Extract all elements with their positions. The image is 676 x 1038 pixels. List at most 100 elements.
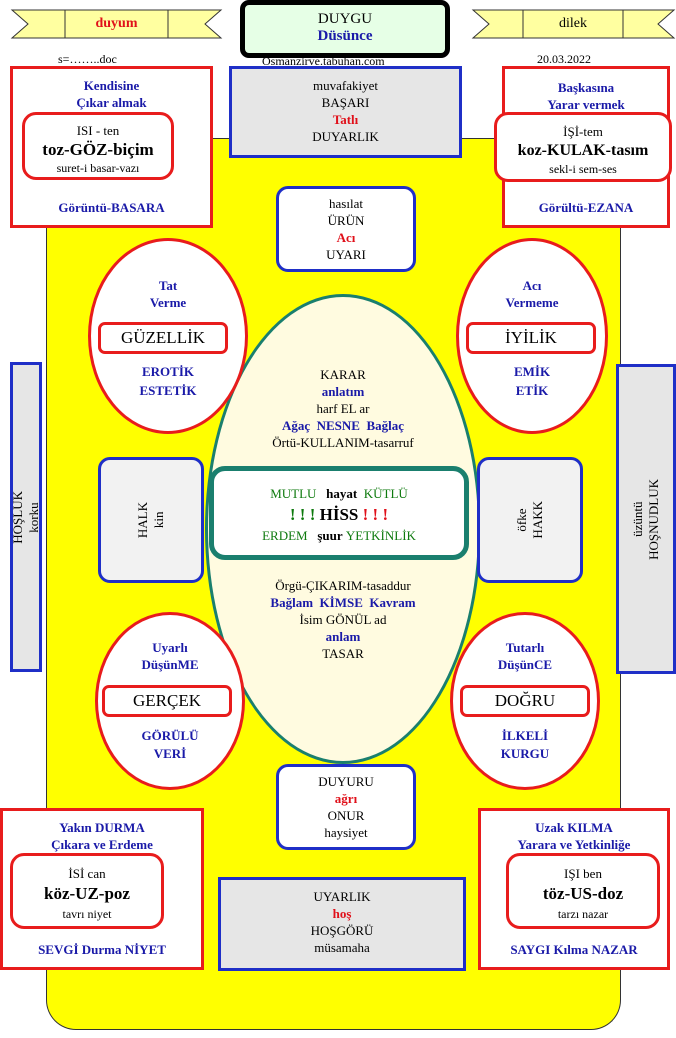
br-title2: Yarara ve Yetkinliğe: [517, 837, 631, 852]
ell-br-box: DOĞRU: [460, 685, 590, 717]
title-line1: DUYGU: [317, 11, 373, 27]
center-top3: harf EL ar: [316, 401, 370, 416]
side-left-box: HALK kin: [98, 457, 204, 583]
top-center-l1: muvafakiyet: [313, 78, 378, 93]
ell-br-b2: KURGU: [500, 746, 550, 761]
left-banner-text: duyum: [95, 16, 138, 31]
bl-inner3: tavrı niyet: [62, 907, 112, 921]
tl-inner2: toz-GÖZ-biçim: [42, 140, 154, 159]
tr-inner1: İŞİ-tem: [563, 124, 603, 139]
edge-left-l1: HOŞLUK: [10, 490, 25, 544]
bl-title2: Çıkara ve Erdeme: [51, 837, 153, 852]
title-box: DUYGU Düsünce: [240, 0, 450, 58]
tl-bottom: Görüntü-BASARA: [58, 200, 165, 215]
bottom-center-l2: hoş: [332, 906, 352, 921]
side-right-box: öfke HAKK: [477, 457, 583, 583]
bl-inner-box: İSİ can köz-UZ-poz tavrı niyet: [10, 853, 164, 929]
br-inner-box: IŞI ben töz-US-doz tarzı nazar: [506, 853, 660, 929]
ell-tr-box: İYİLİK: [466, 322, 596, 354]
center-top4c: Bağlaç: [366, 418, 405, 433]
file-label: s=……..doc: [58, 52, 117, 66]
tr-inner3: sekl-i sem-ses: [549, 162, 617, 176]
center-r2b: HİSS: [319, 505, 359, 524]
edge-right-l2: HOŞNUDLUK: [646, 478, 661, 560]
center-r3a: ERDEM: [262, 528, 308, 543]
tr-bottom: Görültü-EZANA: [538, 200, 634, 215]
tl-inner-box: ISI - ten toz-GÖZ-biçim suret-i basar-va…: [22, 112, 174, 180]
ell-tl-b1: EROTİK: [141, 364, 194, 379]
ell-br-t2: DüşünCE: [497, 657, 553, 672]
low-center-l4: haysiyet: [324, 825, 368, 840]
center-r3b: şuur: [317, 528, 343, 543]
bl-bottom: SEVGİ Durma NİYET: [38, 942, 166, 957]
center-r2c: ! ! !: [362, 505, 389, 524]
center-hiss-box: MUTLU hayat KÜTLÜ ! ! ! HİSS ! ! ! ERDEM…: [209, 466, 469, 560]
tl-title1: Kendisine: [83, 78, 140, 93]
br-inner3: tarzı nazar: [557, 907, 609, 921]
side-left-l2: kin: [151, 511, 166, 529]
second-center-l3: Acı: [336, 230, 356, 245]
center-bot2b: KİMSE: [319, 595, 363, 610]
ell-tl-b2: ESTETİK: [139, 383, 197, 398]
bottom-center-l3: HOŞGÖRÜ: [310, 923, 374, 938]
ell-bl-box-text: GERÇEK: [133, 691, 201, 710]
side-right-l1: öfke: [514, 508, 529, 532]
second-center-box: hasılat ÜRÜN Acı UYARI: [276, 186, 416, 272]
right-banner-text: dilek: [559, 16, 587, 31]
center-top1: KARAR: [320, 367, 366, 382]
top-center-l4: DUYARLIK: [312, 129, 379, 144]
url-label: Osmanzirve.tabuhan.com: [262, 54, 385, 68]
center-r2a: ! ! !: [289, 505, 316, 524]
edge-left-l2: korku: [26, 501, 41, 533]
ell-br-t1: Tutarlı: [505, 640, 545, 655]
top-center-l3: Tatlı: [332, 112, 359, 127]
center-top4a: Ağaç: [281, 418, 311, 433]
center-r1b: hayat: [326, 486, 358, 501]
top-center-box: muvafakiyet BAŞARI Tatlı DUYARLIK: [229, 66, 462, 158]
ell-br-box-text: DOĞRU: [494, 691, 556, 710]
ell-tr-t1: Acı: [522, 278, 542, 293]
ell-bl-t1: Uyarlı: [152, 640, 188, 655]
right-banner-shape: [471, 9, 676, 39]
ell-bl-box: GERÇEK: [102, 685, 232, 717]
tl-title2: Çıkar almak: [76, 95, 147, 110]
ell-tr-box-text: İYİLİK: [505, 328, 557, 347]
center-top-text: KARAR anlatım harf EL ar Ağaç NESNE Bağl…: [205, 366, 481, 451]
ell-tl-box: GÜZELLİK: [98, 322, 228, 354]
ell-tr-b1: EMİK: [513, 364, 551, 379]
br-title1: Uzak KILMA: [535, 820, 613, 835]
second-center-l1: hasılat: [329, 196, 363, 211]
center-bot2c: Kavram: [369, 595, 416, 610]
center-top5: Örtü-KULLANIM-tasarruf: [272, 435, 414, 450]
side-left-l1: HALK: [135, 501, 150, 539]
bl-inner1: İSİ can: [68, 866, 106, 881]
bottom-center-box: UYARLIK hoş HOŞGÖRÜ müsamaha: [218, 877, 466, 971]
low-center-box: DUYURU ağrı ONUR haysiyet: [276, 764, 416, 850]
tl-inner1: ISI - ten: [76, 123, 120, 138]
ell-bl-t2: DüşünME: [141, 657, 199, 672]
second-center-l2: ÜRÜN: [327, 213, 365, 228]
ell-tr-t2: Vermeme: [505, 295, 559, 310]
bl-title1: Yakın DURMA: [59, 820, 145, 835]
ell-tl-t1: Tat: [158, 278, 178, 293]
ell-bl-b1: GÖRÜLÜ: [141, 728, 199, 743]
edge-right-l1: üzüntü: [630, 501, 645, 537]
center-r3c: YETKİNLİK: [345, 528, 416, 543]
br-inner1: IŞI ben: [564, 866, 602, 881]
date-label: 20.03.2022: [537, 52, 591, 66]
center-bot1: Örgü-ÇIKARIM-tasaddur: [275, 578, 411, 593]
center-top2: anlatım: [321, 384, 365, 399]
left-banner-shape: [10, 9, 223, 39]
tl-inner3: suret-i basar-vazı: [56, 161, 140, 175]
edge-right-box: üzüntü HOŞNUDLUK: [616, 364, 676, 674]
low-center-l1: DUYURU: [318, 774, 374, 789]
low-center-l3: ONUR: [327, 808, 365, 823]
bottom-center-l4: müsamaha: [314, 940, 370, 955]
ell-bl-b2: VERİ: [153, 746, 187, 761]
br-inner2: töz-US-doz: [542, 884, 624, 903]
title-line2: Düsünce: [317, 28, 373, 44]
bottom-center-l1: UYARLIK: [313, 889, 371, 904]
tr-inner-box: İŞİ-tem koz-KULAK-tasım sekl-i sem-ses: [494, 112, 672, 182]
tr-title2: Yarar vermek: [547, 97, 625, 112]
ell-tr-b2: ETİK: [515, 383, 549, 398]
